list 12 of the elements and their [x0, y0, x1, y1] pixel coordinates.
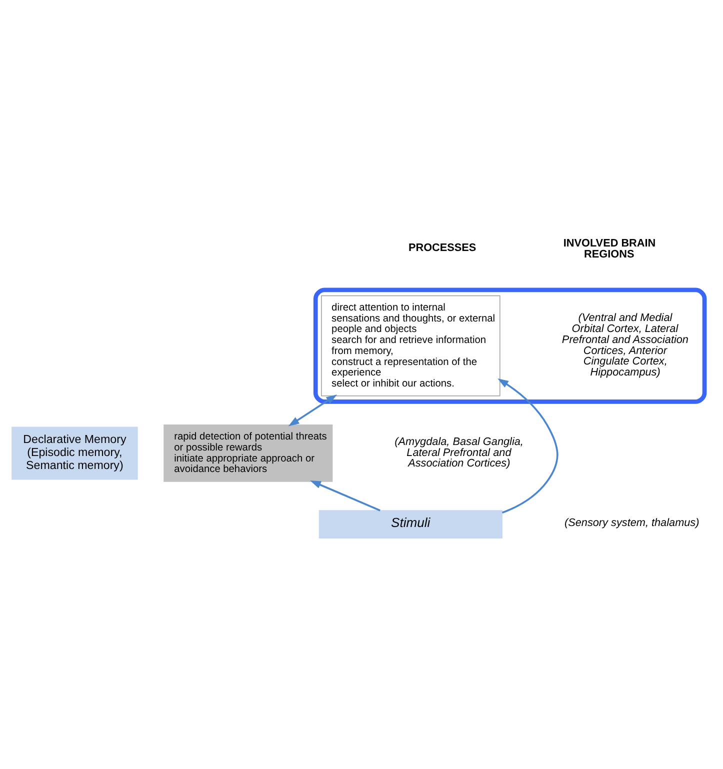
arrow: [498, 378, 558, 513]
node-box: rapid detection of potential threats or possible rewards initiate appropriate approach or avoidance behaviors: [164, 424, 333, 482]
label: INVOLVED BRAIN REGIONS: [563, 236, 656, 260]
node-box: Declarative Memory (Episodic memory, Semantic memory): [12, 426, 138, 480]
arrow: [310, 480, 380, 511]
node-box: Stimuli: [318, 510, 502, 538]
label: (Sensory system, thalamus): [564, 516, 700, 529]
arrow: [288, 394, 338, 426]
node-box: direct attention to internal sensations and thoughts, or external people and objects search for and retrieve information from memory, construct a representation of the experience select or inhibit our actions.: [321, 294, 500, 396]
label: (Ventral and Medial Orbital Cortex, Lateral Prefrontal and Association Cortices, Anterior Cingulate Cortex, Hippocampus): [562, 312, 688, 378]
label: PROCESSES: [408, 242, 476, 254]
label: (Amygdala, Basal Ganglia, Lateral Prefrontal and Association Cortices): [394, 435, 524, 470]
